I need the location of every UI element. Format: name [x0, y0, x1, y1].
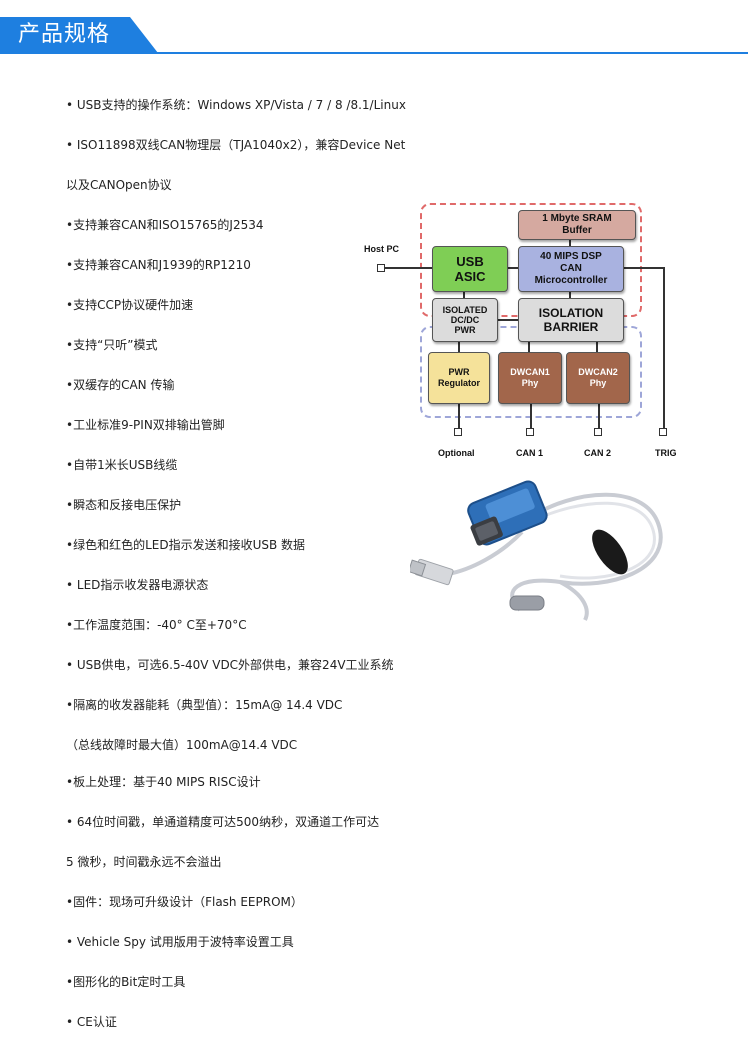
- spec-item: •支持“只听”模式: [66, 338, 158, 352]
- spec-item: •工业标准9-PIN双排输出管脚: [66, 418, 225, 432]
- spec-item: •固件：现场可升级设计（Flash EEPROM）: [66, 895, 303, 909]
- spec-item: • ISO11898双线CAN物理层（TJA1040x2），兼容Device N…: [66, 138, 406, 152]
- optional-wire: [458, 402, 460, 430]
- spec-item: •图形化的Bit定时工具: [66, 975, 186, 989]
- trig-wire-v: [663, 267, 665, 429]
- barrier-dw1-wire: [528, 340, 530, 352]
- spec-item: （总线故障时最大值）100mA@14.4 VDC: [66, 738, 298, 752]
- spec-item: •隔离的收发器能耗（典型值）：15mA@ 14.4 VDC: [66, 698, 343, 712]
- usb-cable-adapter-image: [407, 480, 663, 621]
- spec-item: •支持兼容CAN和J1939的RP1210: [66, 258, 251, 272]
- header-tab: [0, 17, 158, 53]
- usb-can-adapter-photo: [407, 470, 665, 625]
- spec-item: •自带1米长USB线缆: [66, 458, 178, 472]
- isolation-barrier-block: ISOLATION BARRIER: [518, 298, 624, 342]
- can2-label: CAN 2: [584, 448, 612, 458]
- dwcan1-phy-block: DWCAN1 Phy: [498, 352, 562, 404]
- spec-item: •工作温度范围：-40° C至+70°C: [66, 618, 247, 632]
- section-header: 产品规格: [0, 0, 750, 60]
- can1-connector-icon: [526, 428, 534, 436]
- iso-barrier-wire: [496, 319, 518, 321]
- iso-pwr-wire: [458, 340, 460, 352]
- spec-item: • CE认证: [66, 1015, 117, 1029]
- spec-item: 以及CANOpen协议: [66, 178, 172, 192]
- spec-item: •绿色和红色的LED指示发送和接收USB 数据: [66, 538, 306, 552]
- trig-label: TRIG: [655, 448, 677, 458]
- section-title: 产品规格: [18, 22, 111, 47]
- isolated-dcdc-block: ISOLATED DC/DC PWR: [432, 298, 498, 342]
- usb-iso-wire: [463, 290, 465, 298]
- optional-label: Optional: [438, 448, 475, 458]
- header-divider: [0, 52, 748, 54]
- usb-asic-block: USB ASIC: [432, 246, 508, 292]
- block-diagram: 1 Mbyte SRAM Buffer USB ASIC 40 MIPS DSP…: [358, 198, 688, 466]
- spec-item: •板上处理：基于40 MIPS RISC设计: [66, 775, 261, 789]
- dwcan2-phy-block: DWCAN2 Phy: [566, 352, 630, 404]
- can1-label: CAN 1: [516, 448, 544, 458]
- dsp-microcontroller-block: 40 MIPS DSP CAN Microcontroller: [518, 246, 624, 292]
- sram-dsp-wire: [569, 238, 571, 246]
- spec-item: • USB供电，可选6.5-40V VDC外部供电，兼容24V工业系统: [66, 658, 394, 672]
- spec-item: •支持CCP协议硬件加速: [66, 298, 194, 312]
- spec-item: • LED指示收发器电源状态: [66, 578, 209, 592]
- spec-item: • Vehicle Spy 试用版用于波特率设置工具: [66, 935, 294, 949]
- pwr-regulator-block: PWR Regulator: [428, 352, 490, 404]
- dsp-barrier-wire: [569, 290, 571, 298]
- spec-item: • 64位时间戳，单通道精度可达500纳秒，双通道工作可达: [66, 815, 380, 829]
- spec-item: •瞬态和反接电压保护: [66, 498, 182, 512]
- optional-connector-icon: [454, 428, 462, 436]
- can2-connector-icon: [594, 428, 602, 436]
- trig-wire-h: [622, 267, 664, 269]
- barrier-dw2-wire: [596, 340, 598, 352]
- host-pc-connector-icon: [377, 264, 385, 272]
- sram-buffer-block: 1 Mbyte SRAM Buffer: [518, 210, 636, 240]
- can1-wire: [530, 402, 532, 430]
- host-pc-label: Host PC: [364, 244, 400, 254]
- usb-dsp-wire: [506, 267, 518, 269]
- can2-wire: [598, 402, 600, 430]
- trig-connector-icon: [659, 428, 667, 436]
- spec-item: •双缓存的CAN 传输: [66, 378, 175, 392]
- spec-item: • USB支持的操作系统：Windows XP/Vista / 7 / 8 /8…: [66, 98, 406, 112]
- spec-item: •支持兼容CAN和ISO15765的J2534: [66, 218, 264, 232]
- spec-item: 5 微秒，时间戳永远不会溢出: [66, 855, 222, 869]
- host-wire: [382, 267, 432, 269]
